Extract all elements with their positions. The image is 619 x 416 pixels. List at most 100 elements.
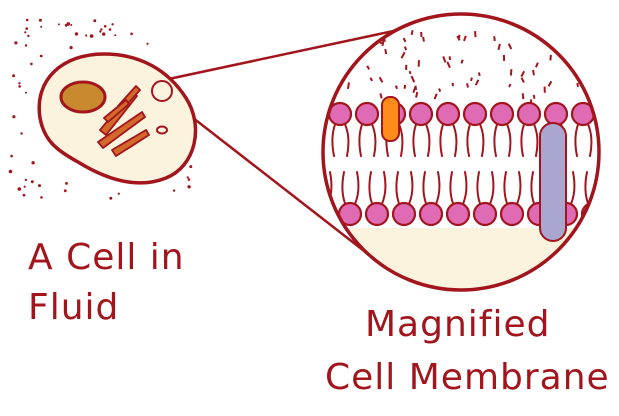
phospholipid-head: [354, 101, 380, 127]
fluid-dot: [22, 193, 26, 197]
extracellular-particle: [446, 61, 451, 69]
extracellular-particle: [346, 82, 350, 90]
extracellular-particle: [410, 75, 416, 83]
magnifier-outline: [321, 12, 601, 292]
fluid-dot: [17, 187, 22, 191]
extracellular-particle: [384, 48, 388, 55]
extracellular-particle: [403, 84, 407, 89]
fluid-dot: [69, 46, 73, 50]
lipid-tail: [305, 122, 309, 156]
cell-label-line2: Fluid: [28, 287, 120, 328]
extracellular-particle: [381, 39, 385, 46]
channel-protein: [381, 96, 400, 142]
fluid-dot: [40, 25, 43, 28]
extracellular-particle: [438, 88, 442, 93]
transmembrane-protein: [539, 122, 567, 242]
fluid-dot: [100, 28, 103, 31]
zoom-connector-bottom: [168, 98, 370, 256]
fluid-dot: [103, 25, 107, 28]
extracellular-particle: [508, 83, 512, 88]
extracellular-particle: [405, 64, 408, 70]
fluid-dot: [20, 132, 23, 135]
fluid-dot: [31, 161, 35, 165]
fluid-dot: [186, 176, 189, 179]
fluid-dot: [187, 185, 191, 189]
phospholipid-head: [489, 101, 515, 127]
extracellular-particle: [532, 94, 536, 99]
phospholipid-head: [435, 101, 461, 127]
extracellular-particle: [346, 30, 350, 35]
extracellular-particle: [543, 86, 546, 93]
phospholipid-head: [472, 201, 498, 227]
cell-label-line1: A Cell in: [28, 237, 185, 278]
extracellular-particle: [400, 51, 406, 59]
fluid-dot: [66, 22, 71, 26]
cell: [37, 52, 198, 185]
fluid-dot: [114, 34, 117, 37]
extracellular-particle: [532, 69, 535, 76]
extracellular-particle: [458, 34, 461, 39]
fluid-dot: [25, 18, 29, 22]
extracellular-particle: [568, 58, 572, 64]
phospholipid-head: [462, 101, 488, 127]
extracellular-particle: [566, 35, 571, 41]
extracellular-particle: [497, 43, 501, 51]
fluid-dot: [189, 165, 193, 169]
phospholipid-head: [391, 201, 417, 227]
phospholipid-head: [499, 201, 525, 227]
membrane-label-line2: Cell Membrane: [325, 357, 610, 398]
fluid-dot: [24, 44, 28, 47]
extracellular-particle: [442, 56, 447, 63]
extracellular-particle: [460, 59, 464, 64]
fluid-dot: [70, 24, 73, 26]
extracellular-particle: [456, 35, 461, 41]
extracellular-particle: [576, 82, 579, 87]
fluid-dot: [109, 196, 113, 200]
fluid-dot: [24, 178, 28, 182]
extracellular-particle: [567, 46, 570, 53]
extracellular-particle: [366, 65, 371, 70]
vesicle: [156, 125, 168, 135]
fluid-dot: [89, 34, 94, 38]
fluid-dot: [117, 192, 120, 195]
extracellular-particle: [402, 37, 407, 43]
nucleus: [59, 80, 107, 114]
extracellular-particle: [379, 93, 383, 99]
fluid-dot: [102, 32, 106, 36]
extracellular-particle: [369, 77, 374, 82]
fluid-dot: [12, 115, 16, 119]
extracellular-particle: [566, 55, 569, 60]
extracellular-particle: [547, 80, 553, 87]
fluid-dot: [65, 182, 68, 185]
fluid-dot: [38, 184, 41, 188]
fluid-dot: [57, 23, 60, 26]
fluid-dot: [18, 82, 21, 85]
phospholipid-head: [323, 101, 326, 127]
extracellular-particle: [378, 76, 384, 83]
zoom-connector-top: [162, 28, 400, 82]
phospholipid-head: [418, 201, 444, 227]
extracellular-particle: [579, 30, 583, 34]
cytoplasm-region: [323, 228, 599, 290]
fluid-dot: [25, 27, 29, 30]
fluid-dot: [172, 189, 176, 192]
extracellular-particle: [403, 46, 408, 51]
extracellular-particle: [422, 36, 425, 42]
extracellular-particle: [410, 30, 414, 36]
extracellular-particle: [415, 91, 419, 98]
membrane-label-line1: Magnified: [365, 304, 551, 345]
extracellular-particle: [451, 82, 454, 87]
extracellular-particle: [520, 77, 525, 83]
phospholipid-head: [516, 101, 542, 127]
fluid-dot: [99, 30, 102, 33]
fluid-dot: [130, 32, 133, 36]
extracellular-particle: [520, 70, 526, 78]
fluid-dot: [30, 62, 33, 66]
extracellular-particle: [507, 43, 513, 50]
extracellular-particle: [343, 52, 348, 57]
fluid-dot: [85, 34, 88, 37]
extracellular-particle: [502, 54, 506, 61]
extracellular-particle: [535, 62, 539, 68]
extracellular-particle: [521, 93, 525, 100]
